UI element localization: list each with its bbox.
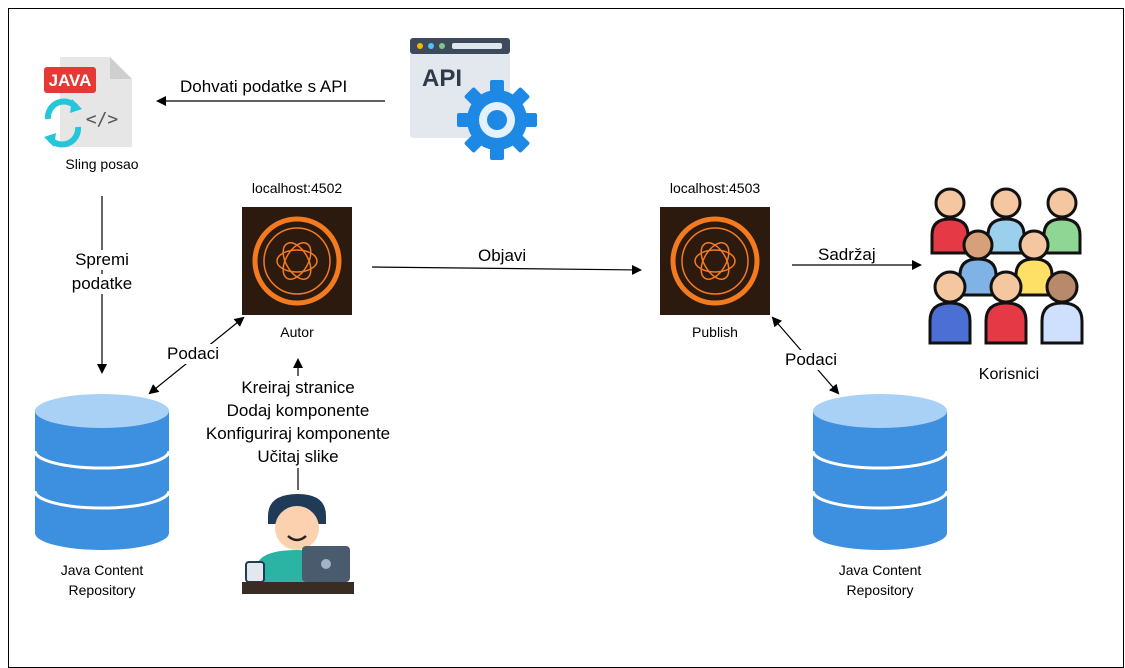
- svg-text:</>: </>: [86, 109, 119, 130]
- api-gear-icon: API: [410, 38, 537, 160]
- publish-label: Publish: [692, 324, 738, 340]
- save-data-label-line2: podatke: [69, 274, 135, 294]
- aem-publish-icon: [660, 207, 770, 315]
- author-label: Autor: [280, 324, 314, 340]
- database-right-icon: [811, 394, 949, 550]
- data-left-label: Podaci: [165, 344, 221, 364]
- fetch-api-label: Dohvati podatke s API: [180, 77, 348, 96]
- arrow-author-to-publish: [371, 264, 642, 275]
- svg-text:API: API: [422, 65, 462, 92]
- author-tasks-list: Kreiraj stranice Dodaj komponente Konfig…: [203, 376, 393, 468]
- author-task-item: Konfiguriraj komponente: [205, 424, 391, 443]
- author-task-item: Učitaj slike: [257, 447, 339, 466]
- users-label: Korisnici: [978, 366, 1040, 383]
- content-label: Sadržaj: [818, 245, 876, 264]
- aem-author-icon: [242, 207, 352, 315]
- author-task-item: Dodaj komponente: [226, 401, 370, 420]
- jcr-left-label: Java Content Repository: [61, 560, 144, 600]
- publish-action-label: Objavi: [478, 246, 527, 265]
- author-host-label: localhost:4502: [251, 180, 343, 196]
- jcr-right-line2: Repository: [846, 582, 914, 598]
- jcr-left-line1: Java Content: [60, 562, 144, 578]
- sling-job-label: Sling posao: [65, 156, 139, 172]
- publish-host-label: localhost:4503: [669, 180, 761, 196]
- svg-text:JAVA: JAVA: [49, 71, 92, 90]
- users-crowd-icon: [928, 187, 1084, 345]
- save-data-label-line1: Spremi: [73, 250, 131, 270]
- developer-user-icon: [242, 494, 354, 594]
- data-right-label: Podaci: [783, 350, 839, 370]
- jcr-right-line1: Java Content: [838, 562, 922, 578]
- database-left-icon: [33, 394, 171, 550]
- java-file-icon: JAVA </>: [44, 57, 132, 148]
- jcr-left-line2: Repository: [68, 582, 136, 598]
- author-task-item: Kreiraj stranice: [241, 378, 355, 397]
- jcr-right-label: Java Content Repository: [839, 560, 922, 600]
